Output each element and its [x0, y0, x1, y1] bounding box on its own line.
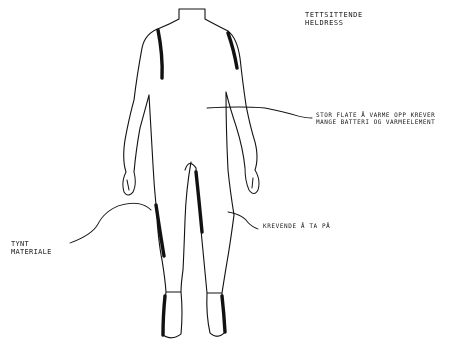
- thin-material-note: TYNT MATERIALE: [11, 240, 71, 256]
- torso-outline: [124, 28, 257, 215]
- battery-note: STOR FLATE Å VARME OPP KREVER MANGE BATT…: [316, 113, 441, 127]
- right-hand: [245, 168, 259, 194]
- suit-label: TETTSITTENDE HELDRESS: [305, 11, 375, 27]
- seam-strokes: [156, 30, 237, 335]
- collar: [160, 9, 228, 31]
- legs-outline: [156, 162, 234, 293]
- left-hand: [123, 172, 135, 195]
- easy-wear-note: KREVENDE Å TA PÅ: [263, 224, 330, 231]
